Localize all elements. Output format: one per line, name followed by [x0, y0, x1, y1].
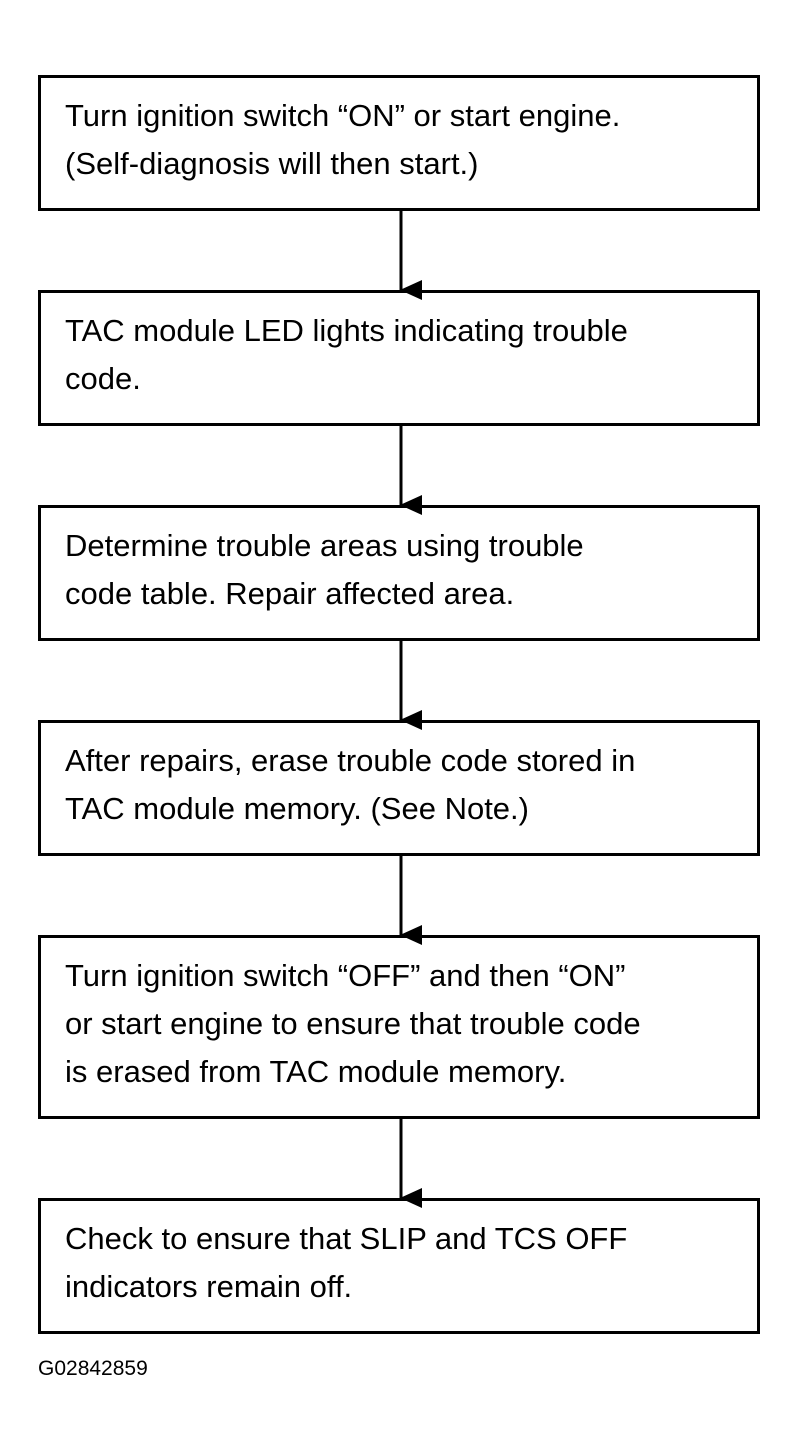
- step-6-line-2: indicators remain off.: [65, 1269, 353, 1304]
- step-5-line-3: is erased from TAC module memory.: [65, 1054, 567, 1089]
- step-2-line-1: TAC module LED lights indicating trouble: [65, 313, 628, 348]
- step-6-box: Check to ensure that SLIP and TCS OFF in…: [38, 1198, 760, 1334]
- step-1-line-1: Turn ignition switch “ON” or start engin…: [65, 98, 621, 133]
- step-2-line-2: code.: [65, 361, 141, 396]
- figure-id: G02842859: [38, 1357, 148, 1380]
- step-5-line-2: or start engine to ensure that trouble c…: [65, 1006, 641, 1041]
- step-1-line-2: (Self-diagnosis will then start.): [65, 146, 479, 181]
- step-4-box: After repairs, erase trouble code stored…: [38, 720, 760, 856]
- step-4-line-1: After repairs, erase trouble code stored…: [65, 743, 636, 778]
- step-5-line-1: Turn ignition switch “OFF” and then “ON”: [65, 958, 626, 993]
- step-6-line-1: Check to ensure that SLIP and TCS OFF: [65, 1221, 628, 1256]
- step-5-box: Turn ignition switch “OFF” and then “ON”…: [38, 935, 760, 1119]
- step-3-line-1: Determine trouble areas using trouble: [65, 528, 584, 563]
- step-3-line-2: code table. Repair affected area.: [65, 576, 515, 611]
- step-3-box: Determine trouble areas using trouble co…: [38, 505, 760, 641]
- step-2-box: TAC module LED lights indicating trouble…: [38, 290, 760, 426]
- step-1-box: Turn ignition switch “ON” or start engin…: [38, 75, 760, 211]
- step-4-line-2: TAC module memory. (See Note.): [65, 791, 529, 826]
